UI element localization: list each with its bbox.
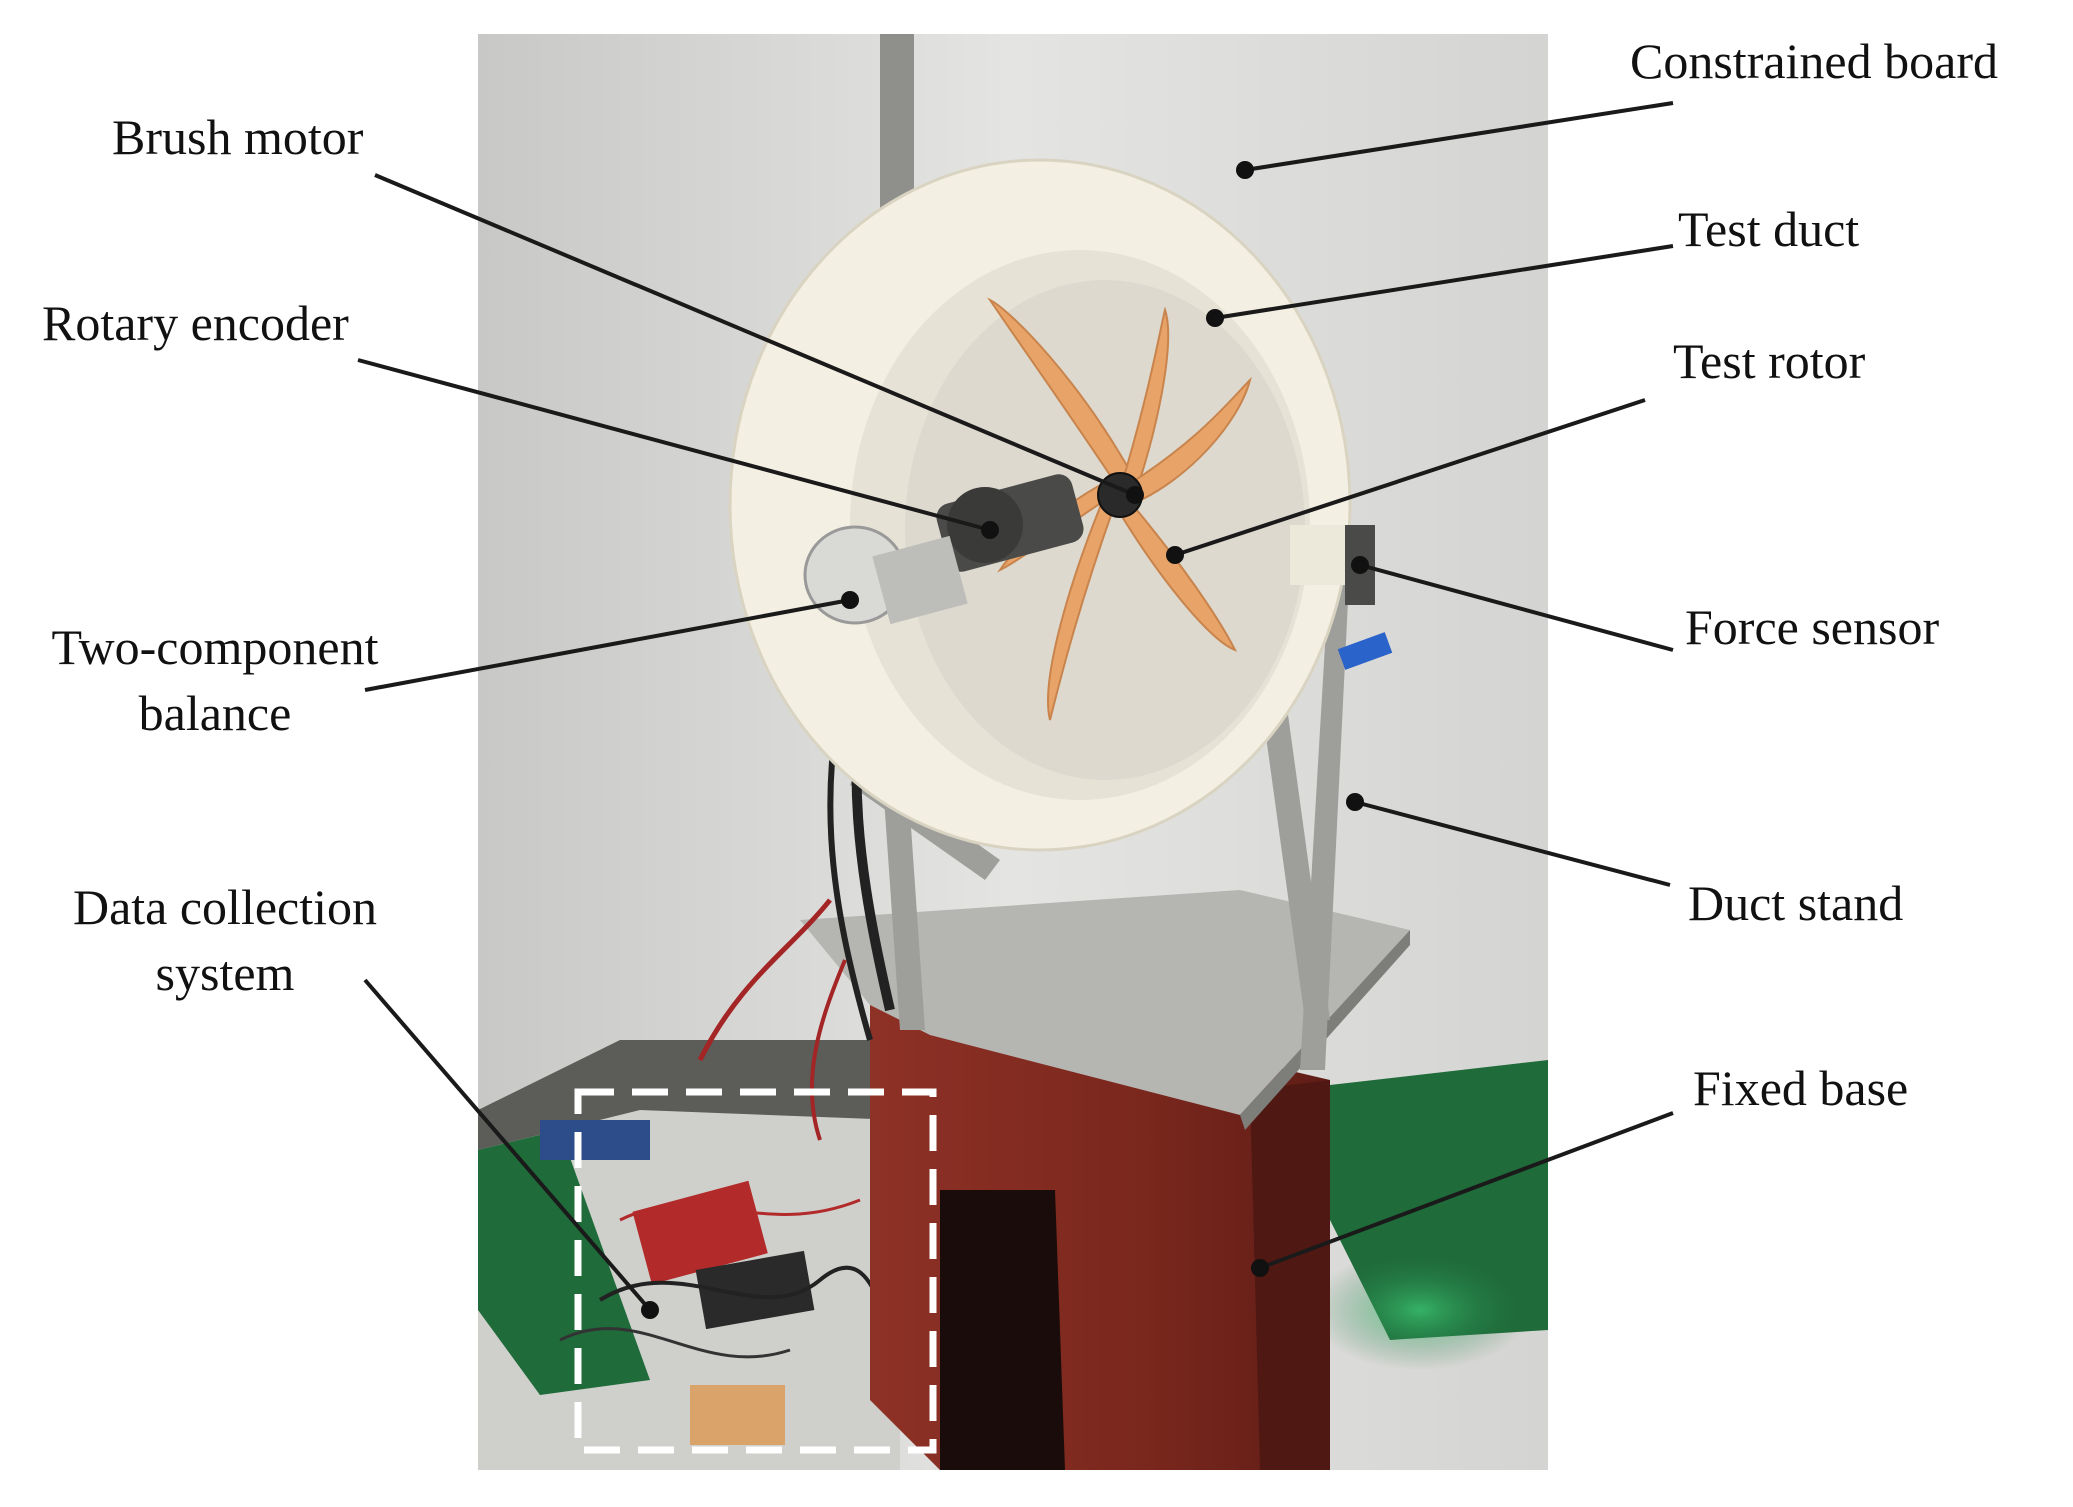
leader-test-rotor — [1174, 398, 1646, 557]
leader-data-collection — [363, 978, 652, 1312]
leader-duct-stand — [1354, 800, 1671, 887]
label-two-component-balance: Two-component balance — [25, 614, 405, 746]
leader-constrained-board — [1244, 101, 1674, 172]
label-constrained-board: Constrained board — [1630, 33, 1998, 89]
label-data-collection-system-line2: system — [155, 945, 295, 1001]
label-brush-motor: Brush motor — [112, 109, 364, 165]
label-data-collection-system: Data collection system — [40, 874, 410, 1006]
fixed-base-block — [870, 1005, 1330, 1470]
electronics-boards — [540, 1120, 902, 1445]
label-data-collection-system-line1: Data collection — [72, 879, 378, 935]
leader-test-duct — [1214, 244, 1674, 320]
leader-two-component-balance — [364, 598, 851, 692]
label-fixed-base: Fixed base — [1693, 1060, 1909, 1116]
force-sensor-bracket — [1290, 525, 1393, 670]
label-force-sensor: Force sensor — [1685, 599, 1940, 655]
leader-fixed-base — [1259, 1111, 1674, 1270]
label-rotary-encoder: Rotary encoder — [42, 295, 349, 351]
leader-lines — [357, 101, 1674, 1312]
label-two-component-balance-line2: balance — [138, 685, 292, 741]
label-test-rotor: Test rotor — [1673, 333, 1866, 389]
leader-rotary-encoder — [357, 358, 991, 532]
leader-dots — [641, 161, 1369, 1319]
leader-force-sensor — [1359, 563, 1674, 652]
data-collection-dashed-box — [574, 1088, 937, 1454]
label-test-duct: Test duct — [1678, 201, 1860, 257]
label-two-component-balance-line1: Two-component — [51, 619, 379, 675]
label-duct-stand: Duct stand — [1688, 875, 1904, 931]
leader-brush-motor — [374, 173, 1136, 497]
